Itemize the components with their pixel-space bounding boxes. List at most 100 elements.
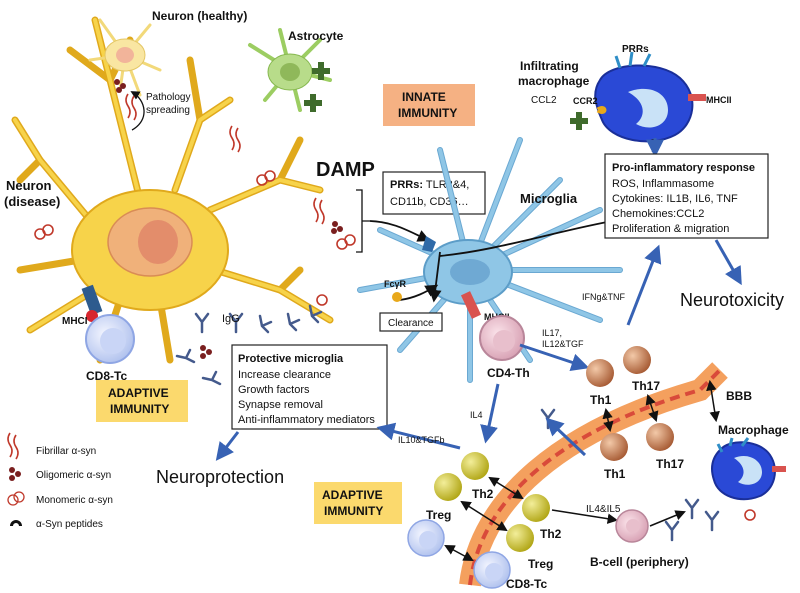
th17-exchange-arrow	[645, 394, 659, 422]
receptor-icon	[312, 62, 330, 80]
cd8-tc-bottom-cell	[407, 519, 511, 589]
protective-box	[231, 344, 388, 430]
th1-bottom-cell	[600, 433, 628, 461]
treg-bottom-cell	[506, 524, 534, 552]
cd8-tc-left-cell	[85, 314, 135, 364]
innate-immunity-badge	[383, 84, 475, 126]
th1-to-igg-arrow	[545, 417, 587, 457]
legend: Fibrillar α-syn Oligomeric α-syn Monomer…	[7, 432, 113, 530]
adaptive-left-label-1: ADAPTIVE	[108, 386, 169, 400]
igg-label: IgG	[222, 313, 240, 325]
cd4-to-th1-arrow	[519, 343, 590, 371]
fcyr-arrow	[399, 284, 439, 301]
th1-top-label: Th1	[590, 393, 612, 407]
th2-top-cell	[461, 452, 489, 480]
prr-bold: PRRs:	[390, 179, 423, 191]
monomeric-icon	[7, 491, 25, 506]
bbb-barrier-inner	[468, 368, 722, 586]
th17-top-label: Th17	[632, 379, 660, 393]
prr-line-1: PRRs: TLR2&4,	[390, 179, 469, 191]
protective-line-4: Anti-inflammatory mediators	[238, 414, 375, 426]
cd8-tc-bottom-label: CD8-Tc	[506, 577, 547, 591]
bcell-cell	[615, 509, 649, 543]
proinflammatory-title: Pro-inflammatory response	[612, 162, 755, 174]
damp-arrow	[369, 220, 431, 242]
pathology-spreading-arrow	[130, 91, 145, 131]
igg-antibodies	[175, 304, 720, 542]
bcell-to-igg-arrow	[649, 510, 686, 527]
mhcii-receptor	[460, 291, 482, 319]
th1-exchange-arrow	[602, 407, 614, 433]
microglia-to-proinflammatory-arrow	[439, 215, 621, 257]
mhci-label: MHCI	[62, 316, 88, 327]
infiltrating-macrophage-label-2: macrophage	[518, 74, 590, 88]
infiltrating-macrophage-label-1: Infiltrating	[520, 59, 579, 73]
peptide-icon	[10, 520, 22, 526]
il17-label-2: IL12&TGF	[542, 339, 584, 349]
infiltrating-macrophage-cell	[594, 51, 694, 143]
fcyr-label: FcγR	[384, 279, 407, 289]
adaptive-left-label-2: IMMUNITY	[110, 402, 169, 416]
bcell-label: B-cell (periphery)	[590, 555, 689, 569]
fibrillar-icon	[7, 432, 19, 460]
th2-bottom-cell	[522, 494, 550, 522]
mhcii-receptor	[772, 466, 786, 472]
treg-bottom-label: Treg	[528, 557, 553, 571]
treg-top-label: Treg	[426, 508, 451, 522]
proinflammatory-box	[604, 153, 769, 239]
macrophage-cell	[711, 437, 776, 501]
pathology-spreading-label-1: Pathology	[146, 92, 190, 103]
mhcii-macrophage-label: MHCII	[706, 95, 732, 105]
astrocyte-label: Astrocyte	[288, 29, 344, 43]
protective-title: Protective microglia	[238, 353, 344, 365]
adaptive-immunity-badge-bottom	[314, 482, 402, 524]
prr-line-2: CD11b, CD36…	[390, 196, 469, 208]
th1-top-cell	[586, 359, 614, 387]
bbb-label: BBB	[726, 389, 752, 403]
cd8-tc-left-label: CD8-Tc	[86, 369, 127, 383]
damp-label: DAMP	[316, 159, 375, 181]
cd8-exchange-arrow	[444, 545, 474, 561]
il10-label: IL10&TGFb	[398, 435, 445, 445]
macrophage-label: Macrophage	[718, 423, 789, 437]
innate-immunity-label-1: INNATE	[402, 90, 446, 104]
th17-top-cell	[623, 346, 651, 374]
ifng-tnf-label: IFNg&TNF	[582, 292, 626, 302]
to-neurotoxicity-arrow	[714, 239, 742, 286]
treg-top-cell	[434, 473, 462, 501]
th2-top-label: Th2	[472, 487, 494, 501]
ccl2-label: CCL2	[531, 95, 557, 106]
th2-bottom-label: Th2	[540, 527, 562, 541]
pathology-spreading-label-2: spreading	[146, 105, 190, 116]
th17-bottom-cell	[646, 423, 674, 451]
legend-label-4: α-Syn peptides	[36, 519, 103, 530]
prr-receptor-icon	[422, 236, 436, 252]
clearance-box	[379, 312, 443, 332]
prrs-label: PRRs	[622, 44, 649, 55]
neuron-disease-label-2: (disease)	[4, 194, 60, 209]
neuroprotection-label: Neuroprotection	[156, 467, 284, 487]
th1-to-proinflammatory-arrow	[626, 244, 662, 326]
il4-label: IL4	[470, 410, 483, 420]
neuron-disease-label-1: Neuron	[6, 178, 52, 193]
protective-line-1: Increase clearance	[238, 369, 331, 381]
astrocyte-cell	[248, 28, 332, 112]
th2-to-bcell-arrow	[551, 509, 619, 524]
protective-line-3: Synapse removal	[238, 399, 323, 411]
microglia-label: Microglia	[520, 191, 578, 206]
clearance-label: Clearance	[388, 318, 434, 329]
legend-label-1: Fibrillar α-syn	[36, 446, 96, 457]
proinflammatory-line-4: Proliferation & migration	[612, 223, 729, 235]
proinflammatory-line-2: Cytokines: IL1B, IL6, TNF	[612, 193, 738, 205]
adaptive-bottom-label-2: IMMUNITY	[324, 504, 383, 518]
th2-exchange-arrow	[488, 476, 524, 500]
treg-exchange-arrow	[460, 500, 508, 532]
legend-label-3: Monomeric α-syn	[36, 495, 113, 506]
neurotoxicity-label: Neurotoxicity	[680, 290, 784, 310]
bbb-arrow	[706, 379, 720, 423]
th1-bottom-label: Th1	[604, 467, 626, 481]
cd4-th-label: CD4-Th	[487, 366, 530, 380]
proinflammatory-line-3: Chemokines:CCL2	[612, 208, 704, 220]
ccr2-label: CCR2	[573, 96, 598, 106]
